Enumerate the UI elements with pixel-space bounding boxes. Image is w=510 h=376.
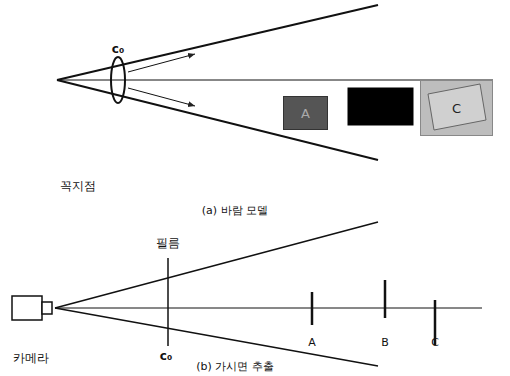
object-letter: A	[301, 107, 310, 120]
object-box: A	[283, 96, 328, 130]
vertex-label: 꼭지점	[60, 180, 96, 192]
callout-label: C	[431, 337, 439, 348]
callout-label: c₀	[112, 43, 124, 55]
caption: (a) 바람 모델	[202, 205, 268, 216]
caption: (b) 가시면 추출	[196, 361, 274, 372]
object-letter: C	[452, 102, 461, 115]
camera-label: 카메라	[13, 352, 49, 364]
callout-label: A	[308, 337, 316, 348]
object-box: C	[420, 80, 493, 136]
callout-label: B	[381, 337, 389, 348]
visible-surface	[12, 222, 482, 366]
camera-lens	[42, 302, 52, 314]
wind-model	[57, 5, 493, 160]
black-box	[348, 88, 413, 125]
camera-body	[12, 296, 42, 320]
callout-label: c₀	[160, 350, 172, 362]
film-label: 필름	[156, 237, 180, 249]
